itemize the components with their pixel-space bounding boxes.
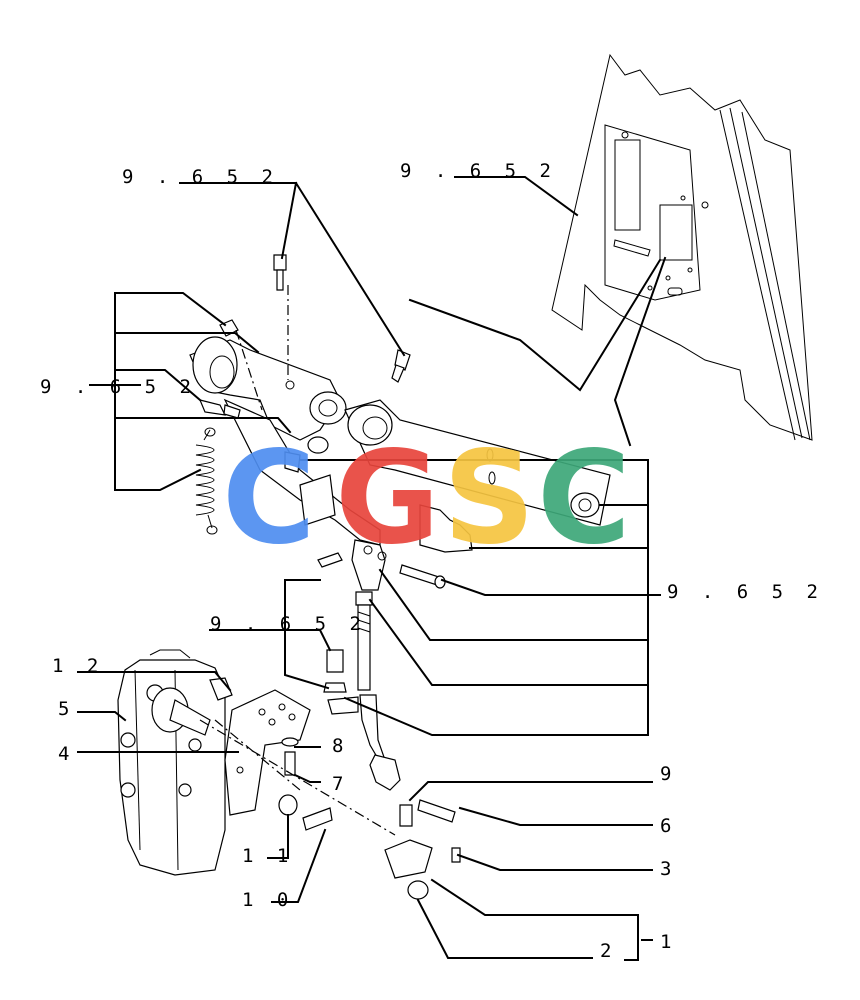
callout-3: 3: [660, 858, 677, 880]
callout-ref-right: 9 . 6 5 2: [667, 581, 824, 603]
callout-7: 7: [332, 773, 349, 795]
watermark-letter-1: C: [222, 424, 316, 573]
callout-1: 1: [660, 931, 677, 953]
callout-8: 8: [332, 735, 349, 757]
callout-11: 1 1: [242, 845, 294, 867]
spring: [195, 427, 218, 535]
callout-ref-top: 9 . 6 5 2: [122, 166, 279, 188]
callout-2: 2: [600, 940, 617, 962]
callout-ref-left: 9 . 6 5 2: [40, 376, 197, 398]
callout-labels: 9 . 6 5 2 9 . 6 5 2 9 . 6 5 2 9 . 6 5 2 …: [40, 160, 824, 962]
link-rod: [317, 539, 446, 791]
watermark-letter-3: S: [443, 424, 535, 573]
watermark: C G S C: [222, 424, 631, 573]
watermark-letter-2: G: [335, 424, 440, 573]
leader-lines: [77, 176, 667, 961]
callout-5: 5: [58, 698, 75, 720]
callout-9: 9: [660, 763, 677, 785]
watermark-letter-4: C: [537, 424, 631, 573]
callout-6: 6: [660, 815, 677, 837]
callout-12: 1 2: [52, 655, 104, 677]
valve-body: [117, 649, 233, 876]
callout-ref-mid: 9 . 6 5 2: [210, 613, 367, 635]
callout-ref-panel: 9 . 6 5 2: [400, 160, 557, 182]
callout-4: 4: [58, 743, 75, 765]
pedal-assembly: [189, 254, 611, 553]
fasteners: [278, 649, 461, 900]
bracket: [224, 689, 311, 816]
callout-10: 1 0: [242, 889, 294, 911]
panel-frame: [551, 53, 813, 441]
